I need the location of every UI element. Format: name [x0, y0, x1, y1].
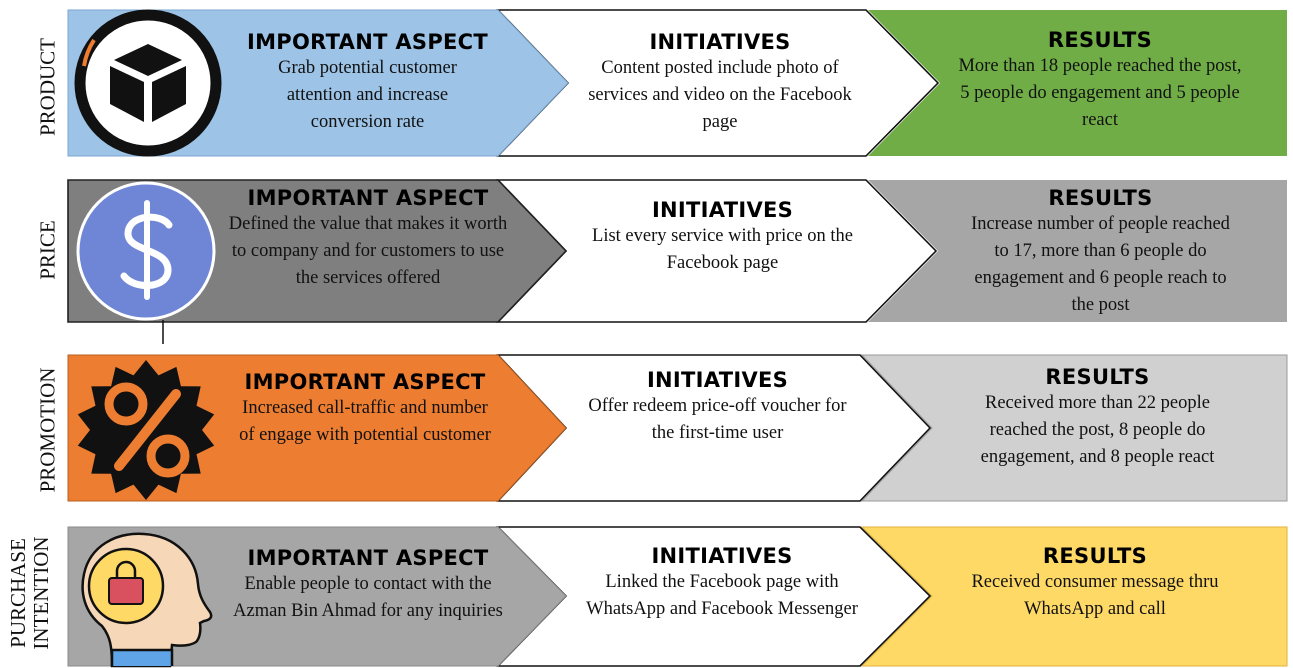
aspect-text-promotion: IMPORTANT ASPECT Increased call-traffic …: [215, 370, 515, 449]
initiatives-heading: INITIATIVES: [649, 30, 791, 54]
aspect-text-product: IMPORTANT ASPECT Grab potential customer…: [225, 30, 510, 136]
aspect-text-price: IMPORTANT ASPECT Defined the value that …: [222, 186, 514, 292]
results-heading: RESULTS: [1042, 544, 1148, 568]
row-purchase-intention: [67, 526, 1288, 668]
row-label-purchase-intention: PURCHASE INTENTION: [6, 536, 53, 650]
row-product: [67, 9, 1287, 157]
results-shape-product: [868, 10, 1287, 156]
initiatives-description: Offer redeem price-off voucher for the f…: [588, 396, 847, 443]
initiatives-description: List every service with price on the Fac…: [592, 226, 853, 273]
dollar-coin-icon: [76, 181, 216, 344]
results-description: More than 18 people reached the post, 5 …: [958, 56, 1242, 130]
aspect-text-purchase: IMPORTANT ASPECT Enable people to contac…: [218, 546, 518, 625]
product-box-icon: [74, 9, 222, 157]
initiatives-text-product: INITIATIVES Content posted include photo…: [570, 30, 870, 136]
results-description: Received consumer message thru WhatsApp …: [971, 572, 1219, 619]
row-label-product: PRODUCT: [35, 37, 60, 137]
row-label-price: PRICE: [35, 220, 60, 280]
results-shape-purchase: [860, 526, 1288, 667]
results-heading: RESULTS: [1047, 28, 1153, 52]
aspect-description: Grab potential customer attention and in…: [278, 58, 457, 132]
results-description: Received more than 22 people reached the…: [980, 393, 1215, 467]
aspect-description: Enable people to contact with the Azman …: [233, 574, 503, 621]
results-shape-price: [868, 180, 1287, 322]
initiatives-description: Linked the Facebook page with WhatsApp a…: [586, 572, 858, 619]
head-shopping-bag-icon: [81, 532, 213, 668]
row-label-line1: PURCHASE: [6, 538, 30, 648]
initiatives-description: Content posted include photo of services…: [588, 58, 852, 132]
aspect-heading: IMPORTANT ASPECT: [244, 370, 486, 394]
results-heading: RESULTS: [1045, 365, 1150, 389]
row-price: [67, 179, 1287, 344]
results-heading: RESULTS: [1048, 186, 1153, 210]
initiatives-text-promotion: INITIATIVES Offer redeem price-off vouch…: [570, 368, 865, 447]
results-text-purchase: RESULTS Received consumer message thru W…: [945, 544, 1245, 623]
results-text-price: RESULTS Increase number of people reache…: [948, 186, 1253, 319]
row-label-line2: INTENTION: [29, 536, 53, 650]
row-promotion: [67, 354, 1288, 502]
aspect-description: Increased call-traffic and number of eng…: [239, 398, 491, 445]
initiatives-heading: INITIATIVES: [646, 368, 789, 392]
aspect-heading: IMPORTANT ASPECT: [247, 186, 489, 210]
aspect-heading: IMPORTANT ASPECT: [247, 30, 488, 54]
initiatives-text-purchase: INITIATIVES Linked the Facebook page wit…: [572, 544, 872, 623]
row-label-promotion: PROMOTION: [35, 367, 60, 493]
initiatives-heading: INITIATIVES: [651, 198, 794, 222]
results-shape-promotion: [860, 354, 1288, 502]
results-description: Increase number of people reached to 17,…: [971, 214, 1230, 315]
results-text-promotion: RESULTS Received more than 22 people rea…: [940, 365, 1255, 471]
aspect-heading: IMPORTANT ASPECT: [247, 546, 489, 570]
initiatives-text-price: INITIATIVES List every service with pric…: [575, 198, 870, 277]
aspect-description: Defined the value that makes it worth to…: [228, 214, 508, 288]
initiatives-heading: INITIATIVES: [651, 544, 793, 568]
results-text-product: RESULTS More than 18 people reached the …: [945, 28, 1255, 134]
percent-badge-icon: [77, 360, 215, 500]
